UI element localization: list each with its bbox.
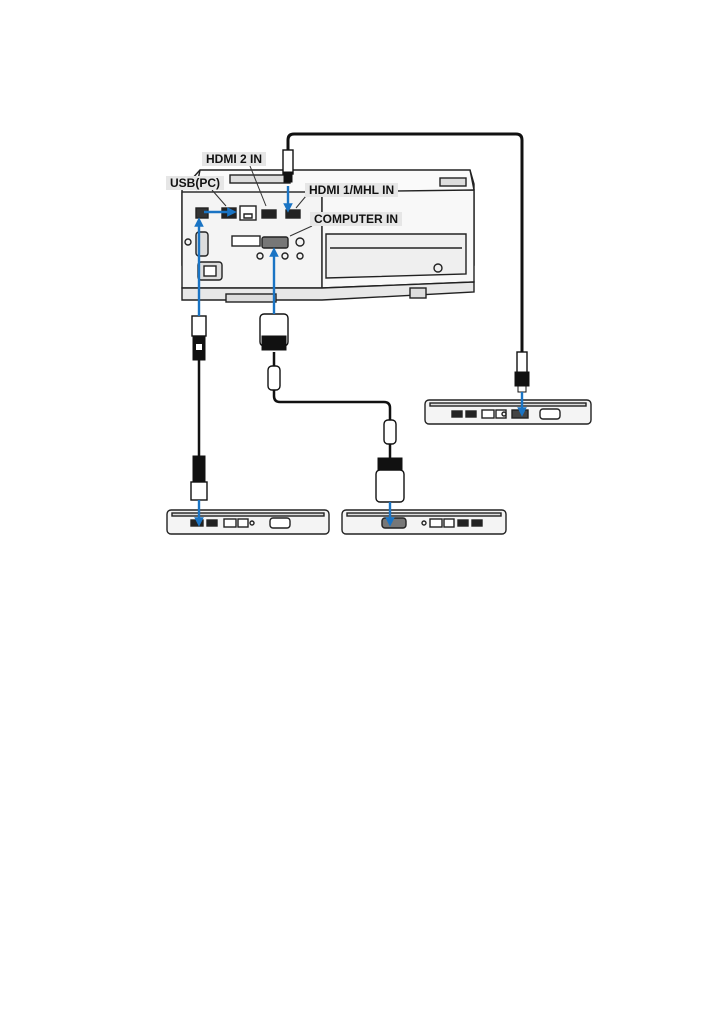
usb-cable (191, 316, 207, 500)
laptop-center (342, 510, 506, 534)
hdmi2-in-label: HDMI 2 IN (202, 152, 266, 166)
vga-cable (260, 314, 404, 502)
laptop-left (167, 510, 329, 534)
laptop-right (425, 400, 591, 424)
hdmi1-mhl-in-label: HDMI 1/MHL IN (305, 183, 398, 197)
usb-pc-label: USB(PC) (166, 176, 224, 190)
computer-in-label: COMPUTER IN (310, 212, 402, 226)
